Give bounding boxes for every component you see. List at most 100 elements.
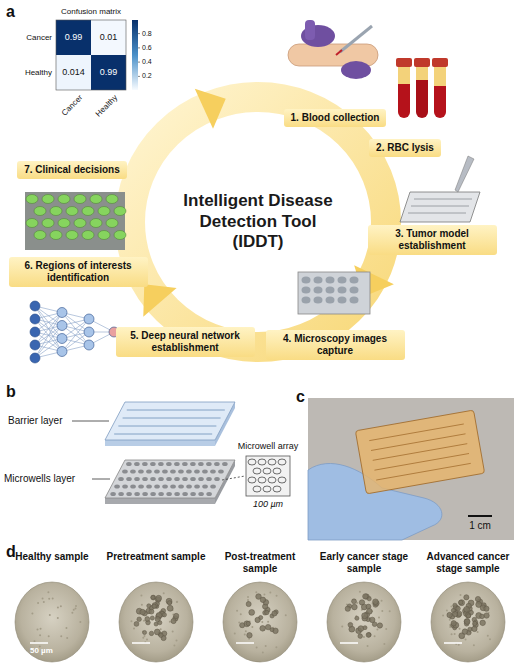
confusion-matrix (138, 33, 140, 34)
microwell-array-inset (268, 459, 276, 465)
microwell-layer-drawing (146, 470, 152, 474)
microwell-layer-drawing (118, 492, 124, 496)
microchip-illustration (455, 156, 474, 192)
step-text: 4. Microscopy images capture (273, 333, 398, 357)
confusion-matrix (91, 55, 126, 90)
microwell-array-inset (258, 477, 266, 483)
microwell-layer-drawing (174, 492, 180, 496)
roi-image (26, 195, 126, 240)
sample-micrograph (275, 646, 277, 648)
sample-micrograph (33, 640, 35, 642)
row-label: Healthy (25, 68, 52, 77)
roi-image (25, 192, 126, 250)
sample-micrograph (174, 613, 179, 618)
confusion-matrix (56, 55, 91, 90)
device-photo (371, 434, 466, 451)
sample-micrograph (255, 591, 257, 593)
sample-micrograph (42, 598, 44, 600)
sample-micrograph (160, 628, 162, 630)
step-label: 6. Regions of interests identification (9, 257, 148, 287)
sample-micrograph (465, 613, 471, 619)
microscopy-image (298, 272, 370, 314)
sample-micrograph (57, 607, 59, 609)
sample-micrograph (464, 606, 470, 612)
microwell-layer-drawing (150, 477, 156, 481)
confusion-matrix (56, 20, 140, 90)
sample-micrograph (15, 582, 505, 662)
step-text: 6. Regions of interests identification (16, 260, 141, 284)
sample-micrograph (363, 636, 365, 638)
sample-micrograph (473, 621, 477, 625)
panel-letter: a (6, 3, 15, 21)
sample-micrograph (489, 638, 491, 640)
sample-micrograph (385, 628, 387, 630)
device-photo (355, 410, 484, 494)
sample-micrograph (459, 594, 461, 596)
sample-micrograph (65, 627, 67, 629)
sample-micrograph (352, 604, 358, 610)
neural-network-illustration (57, 308, 67, 318)
sample-micrograph (240, 623, 245, 628)
sample-micrograph (151, 595, 156, 600)
microwell-layer-drawing (194, 485, 200, 489)
sample-micrograph (381, 600, 383, 602)
row-label: Cancer (26, 33, 52, 42)
sample-micrograph (261, 621, 263, 623)
microwell-layer-drawing (170, 485, 176, 489)
sample-micrograph (462, 629, 468, 635)
roi-image (26, 195, 38, 204)
blood-collection-illustration (305, 20, 315, 40)
microwell-layer-drawing (114, 485, 120, 489)
microwell-layer-drawing (166, 462, 172, 466)
neural-network-illustration (57, 347, 67, 357)
microwell-array-inset (246, 456, 290, 496)
sample-micrograph (484, 606, 489, 611)
sample-micrograph (269, 591, 271, 593)
microwell-layer-drawing (105, 460, 235, 498)
microwell-layer-drawing (206, 492, 212, 496)
roi-image (82, 231, 94, 240)
sample-micrograph (345, 606, 350, 611)
sample-micrograph (374, 635, 376, 637)
microwell-layer-drawing (222, 462, 228, 466)
device-photo (374, 454, 469, 471)
microwell-layer-drawing (158, 462, 164, 466)
sample-micrograph (359, 591, 361, 593)
sample-micrograph (236, 610, 238, 612)
microscopy-image (326, 297, 335, 304)
microwell-layer-drawing (122, 485, 128, 489)
roi-image (50, 207, 62, 216)
sample-micrograph (52, 597, 54, 599)
neural-network-illustration (30, 340, 40, 350)
sample-micrograph (156, 595, 162, 601)
sample-micrograph (247, 599, 249, 601)
microwell-layer-drawing (154, 485, 160, 489)
sample-micrograph (378, 616, 380, 618)
cycle-arrowhead (143, 89, 394, 317)
sample-micrograph (465, 638, 467, 640)
neural-network-illustration (30, 314, 40, 324)
sample-micrograph (60, 605, 62, 607)
roi-image (34, 231, 46, 240)
microscopy-image (326, 287, 335, 294)
blood-tube-illustration (416, 66, 428, 118)
microwell-layer-drawing (182, 462, 188, 466)
microwell-layer-drawing (166, 492, 172, 496)
step-text: 2. RBC lysis (376, 142, 434, 154)
sample-micrograph (167, 601, 171, 605)
sample-micrograph (285, 614, 287, 616)
panel-letter: c (296, 388, 305, 406)
microscopy-image (302, 297, 311, 304)
sample-micrograph (367, 645, 369, 647)
sample-micrograph (167, 605, 173, 611)
sample-micrograph (472, 626, 477, 631)
microwell-layer-drawing (162, 485, 168, 489)
sample-micrograph (31, 613, 33, 615)
sample-micrograph (134, 622, 139, 627)
sample-micrograph (152, 603, 157, 608)
sample-micrograph (48, 635, 50, 637)
microwell-layer-drawing (206, 462, 212, 466)
step-label: 5. Deep neural network establishment (116, 327, 255, 357)
barrier-layer-drawing (118, 426, 216, 427)
sample-micrograph (468, 627, 472, 631)
